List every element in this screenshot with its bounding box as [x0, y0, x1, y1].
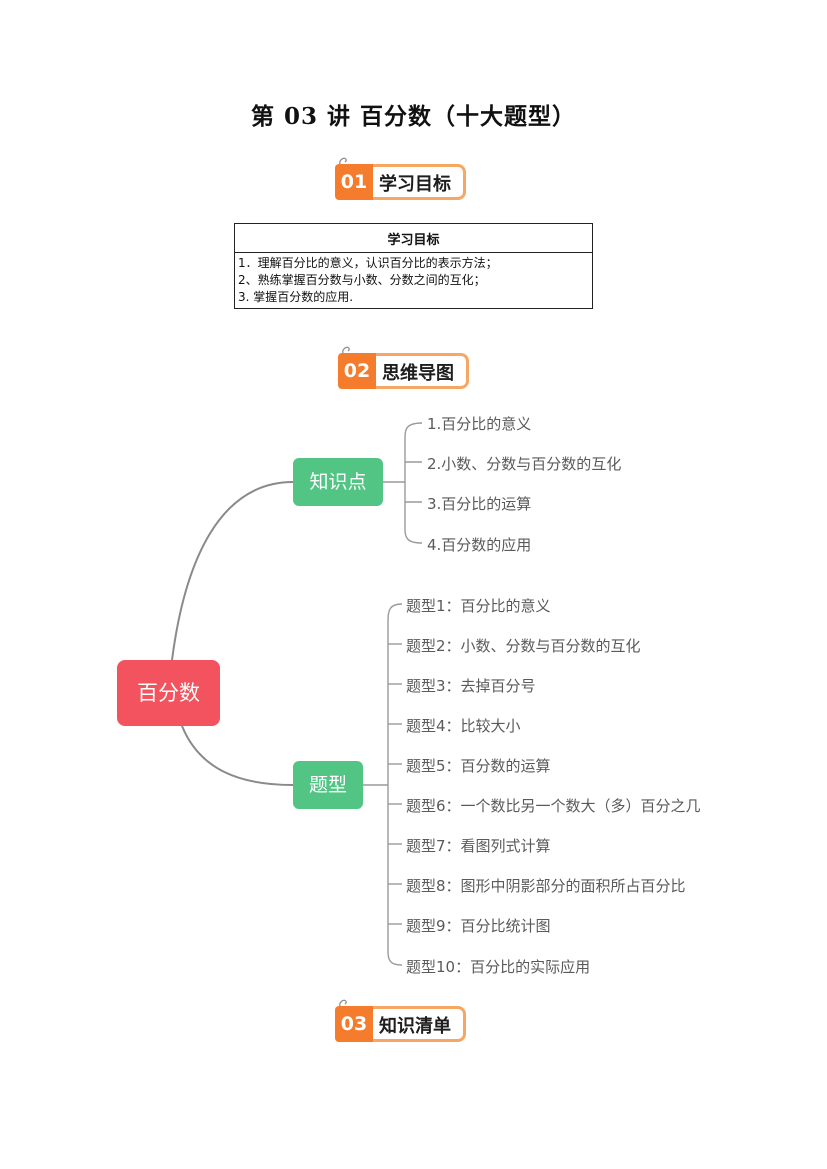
objective-item: 2、熟练掌握百分数与小数、分数之间的互化； — [238, 273, 486, 287]
type-item: 题型4：比较大小 — [406, 717, 521, 735]
type-item: 题型9：百分比统计图 — [406, 917, 551, 935]
connector-root-knowledge — [171, 481, 294, 661]
connector-root-types — [181, 725, 294, 786]
section-label: 学习目标 — [373, 164, 466, 200]
mindmap-types-node: 题型 — [293, 761, 363, 809]
knowledge-item: 2.小数、分数与百分数的互化 — [427, 455, 622, 473]
type-item: 题型5：百分数的运算 — [406, 757, 551, 775]
type-item: 题型1：百分比的意义 — [406, 597, 551, 615]
objective-item: 3. 掌握百分数的应用. — [238, 290, 354, 304]
objectives-header: 学习目标 — [234, 223, 593, 253]
objectives-cell: 1．理解百分比的意义，认识百分比的表示方法； 2、熟练掌握百分数与小数、分数之间… — [234, 252, 593, 309]
section-header-mindmap: 02 思维导图 — [338, 345, 503, 393]
section-number: 03 — [335, 1006, 373, 1042]
section-label: 思维导图 — [376, 353, 469, 389]
knowledge-item: 1.百分比的意义 — [427, 415, 532, 433]
mindmap-knowledge-node: 知识点 — [293, 458, 383, 506]
type-item: 题型10：百分比的实际应用 — [406, 958, 591, 976]
mindmap-root-node: 百分数 — [117, 660, 220, 726]
page-title: 第 03 讲 百分数（十大题型） — [250, 103, 577, 130]
section-number: 02 — [338, 353, 376, 389]
type-item: 题型3：去掉百分号 — [406, 677, 536, 695]
section-header-checklist: 03 知识清单 — [335, 998, 500, 1046]
section-header-objectives: 01 学习目标 — [335, 156, 500, 204]
objective-item: 1．理解百分比的意义，认识百分比的表示方法； — [238, 256, 498, 270]
type-item: 题型8：图形中阴影部分的面积所占百分比 — [406, 877, 686, 895]
type-item: 题型7：看图列式计算 — [406, 837, 551, 855]
objectives-table: 学习目标 1．理解百分比的意义，认识百分比的表示方法； 2、熟练掌握百分数与小数… — [234, 223, 593, 309]
type-item: 题型6：一个数比另一个数大（多）百分之几 — [406, 797, 701, 815]
type-item: 题型2：小数、分数与百分数的互化 — [406, 637, 641, 655]
knowledge-item: 4.百分数的应用 — [427, 536, 532, 554]
section-number: 01 — [335, 164, 373, 200]
section-label: 知识清单 — [373, 1006, 466, 1042]
knowledge-item: 3.百分比的运算 — [427, 495, 532, 513]
